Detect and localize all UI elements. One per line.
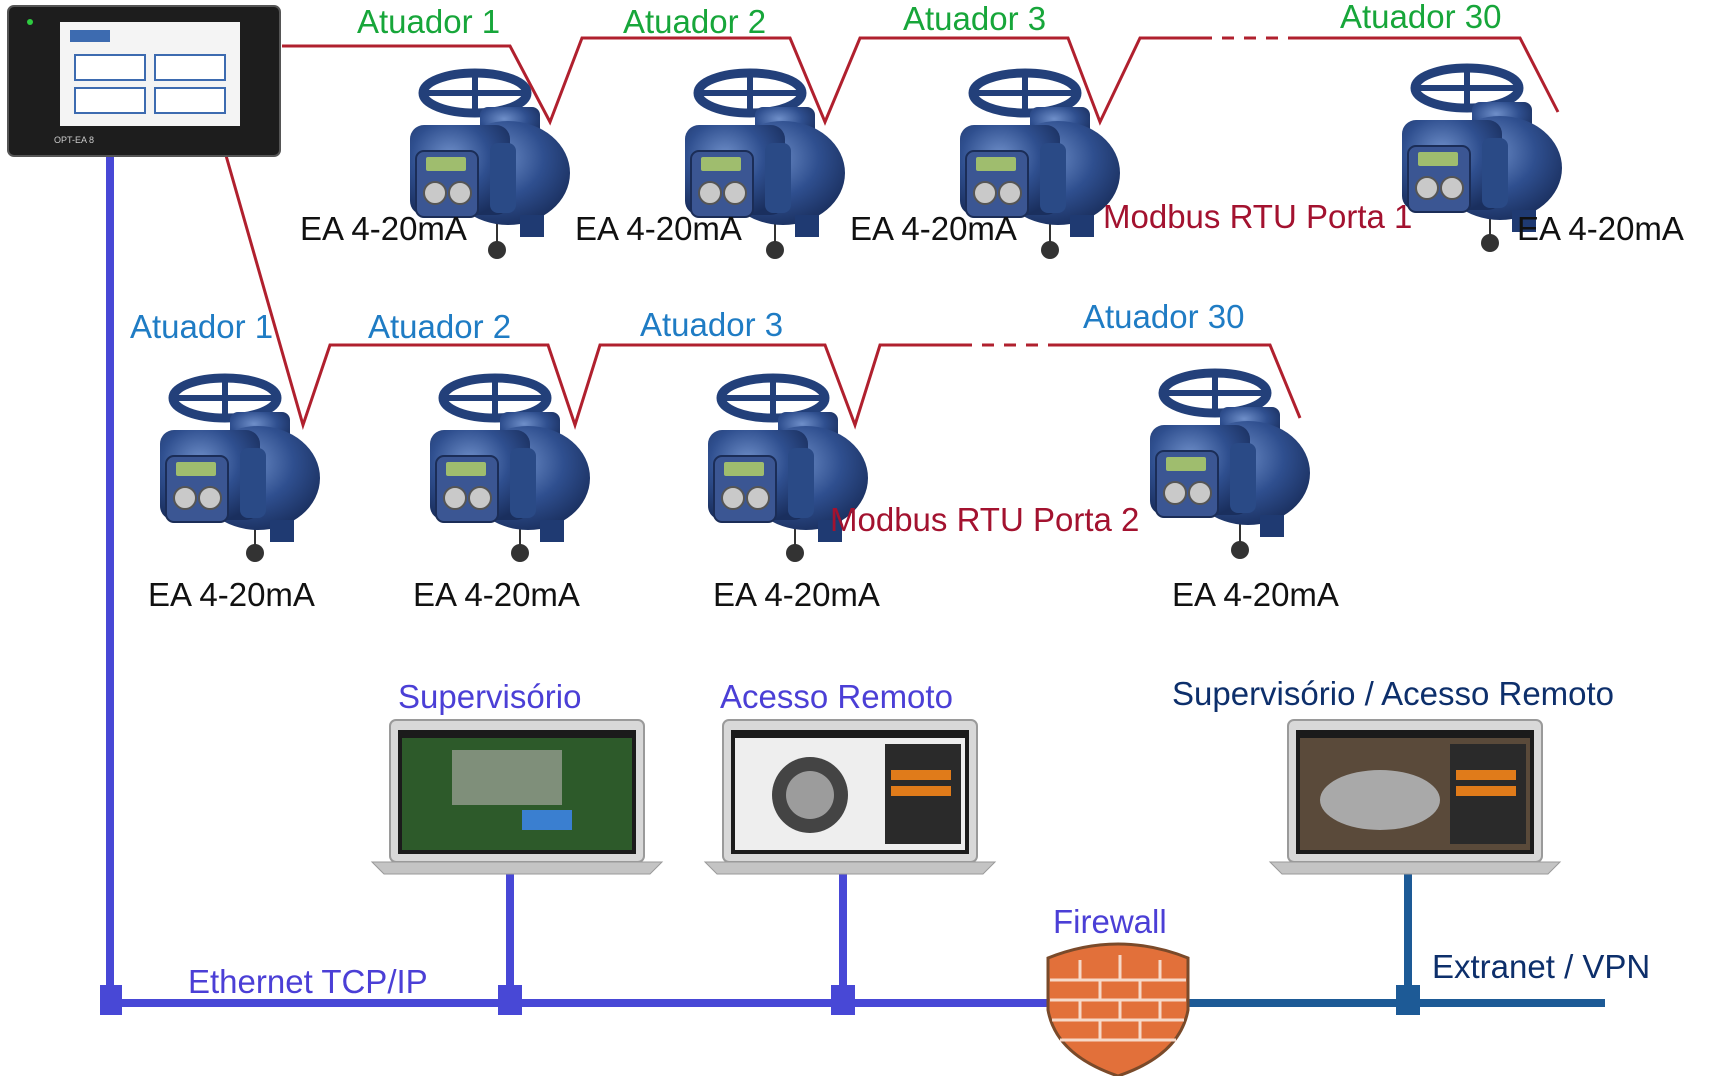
- modbus-port2-label: Modbus RTU Porta 2: [830, 501, 1140, 538]
- analog-input-port2-30: EA 4-20mA: [1172, 576, 1339, 613]
- actuator-port1-30-image: [1402, 68, 1562, 232]
- actuator-port1-3-label: Atuador 3: [903, 0, 1047, 37]
- ethernet-label: Ethernet TCP/IP: [188, 963, 428, 1000]
- laptop-acesso-remoto: [704, 719, 996, 875]
- analog-input-port1-2: EA 4-20mA: [575, 210, 742, 247]
- controller-hmi: [7, 5, 281, 157]
- controller-label: OPT-EA 8: [54, 135, 95, 145]
- laptop-supervisorio: [371, 719, 663, 875]
- extranet-label: Extranet / VPN: [1432, 948, 1651, 985]
- firewall-label: Firewall: [1053, 903, 1167, 940]
- actuator-port2-30-label: Atuador 30: [1083, 298, 1245, 335]
- analog-input-port1-3: EA 4-20mA: [850, 210, 1017, 247]
- modbus-port1-label: Modbus RTU Porta 1: [1103, 198, 1413, 235]
- analog-input-port2-1: EA 4-20mA: [148, 576, 315, 613]
- ethernet-bus: [100, 150, 1054, 1015]
- modbus-port2-tail: [1060, 343, 1302, 419]
- actuator-port2-30-image: [1150, 373, 1310, 537]
- analog-input-port2-3: EA 4-20mA: [713, 576, 880, 613]
- remote-combo-label: Supervisório / Acesso Remoto: [1172, 675, 1615, 712]
- actuator-port2-3-label: Atuador 3: [640, 306, 784, 343]
- actuator-port1-1-label: Atuador 1: [357, 3, 501, 40]
- firewall-shield: [1046, 942, 1190, 1076]
- actuator-port2-2-label: Atuador 2: [368, 308, 512, 345]
- lan-tee-supervisorio: [498, 985, 522, 1015]
- actuator-port2-1-label: Atuador 1: [130, 308, 274, 345]
- analog-input-port1-30: EA 4-20mA: [1517, 210, 1684, 247]
- laptop-remote-combo: [1269, 719, 1561, 875]
- actuator-port1-30-label: Atuador 30: [1340, 0, 1502, 35]
- wan-tee: [1396, 985, 1420, 1015]
- acesso-remoto-label: Acesso Remoto: [720, 678, 953, 715]
- lan-tee-left: [100, 985, 122, 1015]
- modbus-port1-cable: [282, 36, 1200, 126]
- extranet-bus: [1176, 850, 1605, 1015]
- lan-tee-acesso: [831, 985, 855, 1015]
- analog-input-port2-2: EA 4-20mA: [413, 576, 580, 613]
- supervisorio-label: Supervisório: [398, 678, 582, 715]
- modbus-port1-tail: [1300, 36, 1560, 113]
- actuator-port1-2-label: Atuador 2: [623, 3, 767, 40]
- analog-input-port1-1: EA 4-20mA: [300, 210, 467, 247]
- modbus-port2-cable: [223, 151, 960, 431]
